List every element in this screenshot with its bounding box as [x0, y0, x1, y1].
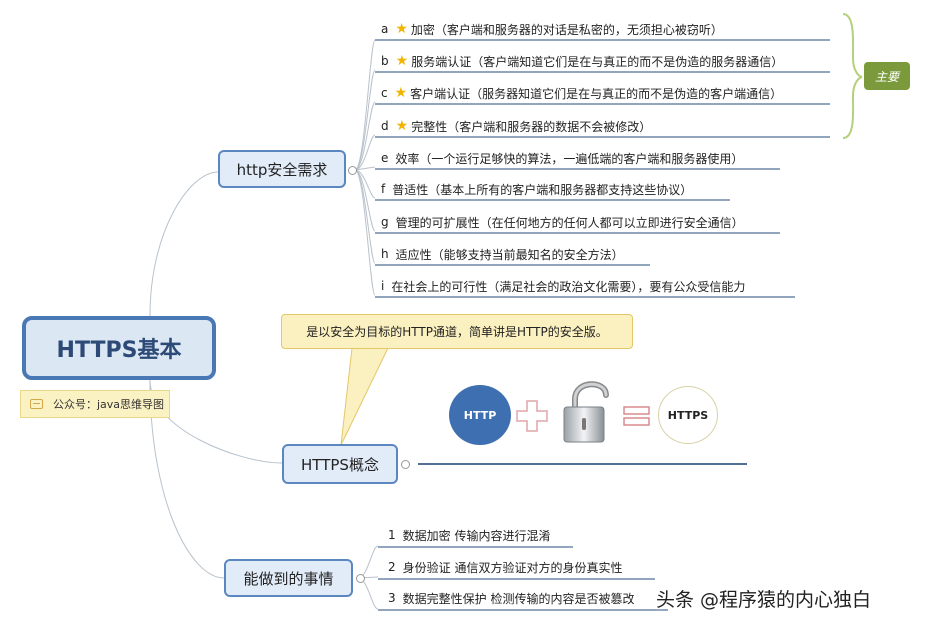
summary-label-main[interactable]: 主要 — [864, 62, 910, 90]
leaf-letter: b — [381, 54, 389, 68]
collapse-toggle-security[interactable] — [348, 166, 357, 175]
watermark: 头条 @程序猿的内心独白 — [656, 585, 871, 612]
leaf-capability-1[interactable]: 1 数据加密 传输内容进行混淆 — [388, 525, 550, 545]
star-icon: ★ — [394, 85, 408, 101]
equals-icon — [623, 406, 650, 426]
leaf-text: 数据加密 传输内容进行混淆 — [402, 528, 551, 543]
leaf-text: 普适性（基本上所有的客户端和服务器都支持这些协议） — [392, 182, 693, 197]
leaf-letter: d — [381, 119, 389, 133]
leaf-text: 加密（客户端和服务器的对话是私密的，无须担心被窃听） — [410, 22, 723, 37]
http-circle: HTTP — [449, 385, 511, 445]
leaf-text: 身份验证 通信双方验证对方的身份真实性 — [402, 560, 623, 575]
watermark-text: 头条 @程序猿的内心独白 — [656, 589, 872, 611]
collapse-toggle-concept[interactable] — [401, 460, 410, 469]
root-node[interactable]: HTTPS基本 — [22, 316, 216, 380]
summary-label-text: 主要 — [874, 69, 899, 84]
callout-text: 是以安全为目标的HTTP通道，简单讲是HTTP的安全版。 — [306, 325, 608, 339]
topic-http-security-label: http安全需求 — [236, 160, 328, 179]
padlock-icon — [563, 381, 609, 443]
leaf-text: 客户端认证（服务器知道它们是在与真正的而不是伪造的客户端通信） — [410, 86, 783, 101]
leaf-letter: c — [381, 86, 388, 100]
leaf-text: 完整性（客户端和服务器的数据不会被修改） — [411, 119, 652, 134]
collapse-toggle-capabilities[interactable] — [356, 574, 365, 583]
leaf-security-a[interactable]: a ★ 加密（客户端和服务器的对话是私密的，无须担心被窃听） — [381, 19, 723, 39]
leaf-letter: h — [381, 247, 389, 261]
topic-http-security[interactable]: http安全需求 — [218, 150, 346, 188]
leaf-security-f[interactable]: f 普适性（基本上所有的客户端和服务器都支持这些协议） — [381, 179, 692, 199]
leaf-security-g[interactable]: g 管理的可扩展性（在任何地方的任何人都可以立即进行安全通信） — [381, 212, 744, 232]
leaf-text: 在社会上的可行性（满足社会的政治文化需要），要有公众受信能力 — [391, 279, 746, 294]
leaf-text: 效率（一个运行足够快的算法，一遍低端的客户端和服务器使用） — [395, 151, 744, 166]
leaf-security-e[interactable]: e 效率（一个运行足够快的算法，一遍低端的客户端和服务器使用） — [381, 148, 743, 168]
topic-capabilities-label: 能做到的事情 — [243, 569, 334, 588]
root-note: 公众号：java思维导图 — [20, 390, 170, 418]
topic-https-concept-label: HTTPS概念 — [301, 455, 379, 474]
http-label: HTTP — [463, 408, 497, 422]
leaf-capability-3[interactable]: 3 数据完整性保护 检测传输的内容是否被篡改 — [388, 588, 634, 608]
root-note-text: 公众号：java思维导图 — [53, 398, 165, 411]
leaf-number: 3 — [388, 591, 396, 605]
leaf-text: 服务端认证（客户端知道它们是在与真正的而不是伪造的服务器通信） — [411, 54, 784, 69]
note-icon — [30, 399, 43, 409]
star-icon: ★ — [395, 53, 409, 69]
leaf-security-c[interactable]: c ★ 客户端认证（服务器知道它们是在与真正的而不是伪造的客户端通信） — [381, 83, 782, 103]
concept-callout: 是以安全为目标的HTTP通道，简单讲是HTTP的安全版。 — [281, 314, 633, 349]
leaf-security-i[interactable]: i 在社会上的可行性（满足社会的政治文化需要），要有公众受信能力 — [381, 276, 745, 296]
leaf-letter: a — [381, 22, 389, 36]
leaf-letter: e — [381, 151, 389, 165]
plus-icon — [516, 400, 548, 432]
leaf-text: 适应性（能够支持当前最知名的安全方法） — [395, 247, 624, 262]
leaf-letter: f — [381, 182, 386, 196]
callout-pointer — [340, 347, 389, 446]
topic-capabilities[interactable]: 能做到的事情 — [224, 559, 353, 597]
leaf-number: 2 — [388, 560, 396, 574]
leaf-letter: i — [381, 279, 385, 293]
leaf-security-d[interactable]: d ★ 完整性（客户端和服务器的数据不会被修改） — [381, 116, 651, 136]
https-circle: HTTPS — [658, 386, 718, 444]
leaf-capability-2[interactable]: 2 身份验证 通信双方验证对方的身份真实性 — [388, 557, 622, 577]
leaf-security-b[interactable]: b ★ 服务端认证（客户端知道它们是在与真正的而不是伪造的服务器通信） — [381, 51, 783, 71]
leaf-letter: g — [381, 215, 389, 229]
leaf-text: 管理的可扩展性（在任何地方的任何人都可以立即进行安全通信） — [395, 215, 744, 230]
star-icon: ★ — [395, 118, 409, 134]
https-label: HTTPS — [667, 408, 709, 422]
leaf-text: 数据完整性保护 检测传输的内容是否被篡改 — [402, 591, 635, 606]
root-title: HTTPS基本 — [56, 338, 182, 363]
leaf-number: 1 — [388, 528, 396, 542]
topic-https-concept[interactable]: HTTPS概念 — [282, 444, 398, 484]
leaf-security-h[interactable]: h 适应性（能够支持当前最知名的安全方法） — [381, 244, 624, 264]
star-icon: ★ — [395, 21, 408, 37]
curly-bracket — [842, 13, 863, 139]
